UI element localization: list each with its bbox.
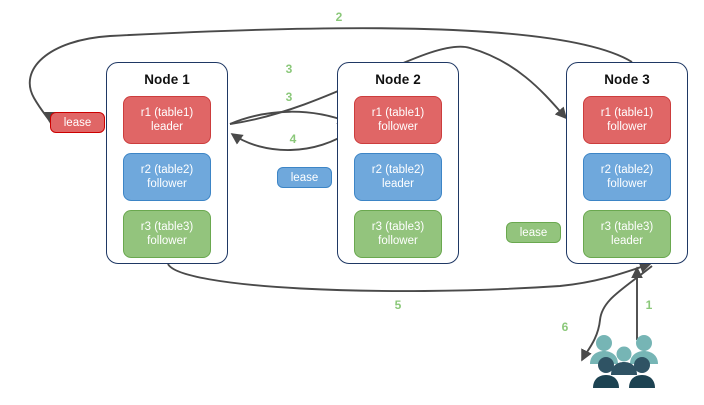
replica-r1[interactable]: r1 (table1) follower: [354, 96, 442, 144]
step-label-4: 4: [289, 132, 297, 146]
node-box-3[interactable]: Node 3 r1 (table1) follower r2 (table2) …: [566, 62, 688, 264]
replica-name: r3 (table3): [140, 221, 194, 233]
node-title: Node 3: [604, 72, 650, 87]
replica-role: follower: [378, 235, 418, 247]
replica-r2[interactable]: r2 (table2) follower: [123, 153, 211, 201]
replica-r1[interactable]: r1 (table1) follower: [583, 96, 671, 144]
node-box-1[interactable]: Node 1 r1 (table1) leader r2 (table2) fo…: [106, 62, 228, 264]
replica-name: r1 (table1): [140, 107, 194, 119]
edge-step-3-lower: [229, 110, 350, 125]
step-label-6: 6: [561, 320, 569, 334]
users-icon: [590, 335, 658, 388]
replica-name: r2 (table2): [371, 164, 425, 176]
replica-role: leader: [151, 121, 183, 133]
replica-r1[interactable]: r1 (table1) leader: [123, 96, 211, 144]
replica-role: leader: [382, 178, 414, 190]
replica-role: follower: [147, 178, 187, 190]
step-label-2: 2: [335, 10, 343, 24]
lease-badge-r2[interactable]: lease: [277, 167, 332, 188]
replica-role: follower: [607, 178, 647, 190]
replica-role: follower: [378, 121, 418, 133]
node-box-2[interactable]: Node 2 r1 (table1) follower r2 (table2) …: [337, 62, 459, 264]
replica-r2[interactable]: r2 (table2) leader: [354, 153, 442, 201]
replica-name: r3 (table3): [600, 221, 654, 233]
step-label-3-upper: 3: [285, 62, 293, 76]
step-label-3-lower: 3: [285, 90, 293, 104]
replica-name: r2 (table2): [140, 164, 194, 176]
replica-name: r1 (table1): [371, 107, 425, 119]
replica-r2[interactable]: r2 (table2) follower: [583, 153, 671, 201]
replica-name: r1 (table1): [600, 107, 654, 119]
replica-r3[interactable]: r3 (table3) follower: [354, 210, 442, 258]
lease-badge-r3[interactable]: lease: [506, 222, 561, 243]
step-label-5: 5: [394, 298, 402, 312]
lease-badge-r1[interactable]: lease: [50, 112, 105, 133]
edge-step-5: [167, 261, 652, 293]
replica-name: r2 (table2): [600, 164, 654, 176]
replica-role: leader: [611, 235, 643, 247]
step-label-1: 1: [645, 298, 653, 312]
replica-r3[interactable]: r3 (table3) follower: [123, 210, 211, 258]
replica-role: follower: [147, 235, 187, 247]
replica-role: follower: [607, 121, 647, 133]
node-title: Node 2: [375, 72, 421, 87]
replica-r3[interactable]: r3 (table3) leader: [583, 210, 671, 258]
replica-name: r3 (table3): [371, 221, 425, 233]
node-title: Node 1: [144, 72, 190, 87]
